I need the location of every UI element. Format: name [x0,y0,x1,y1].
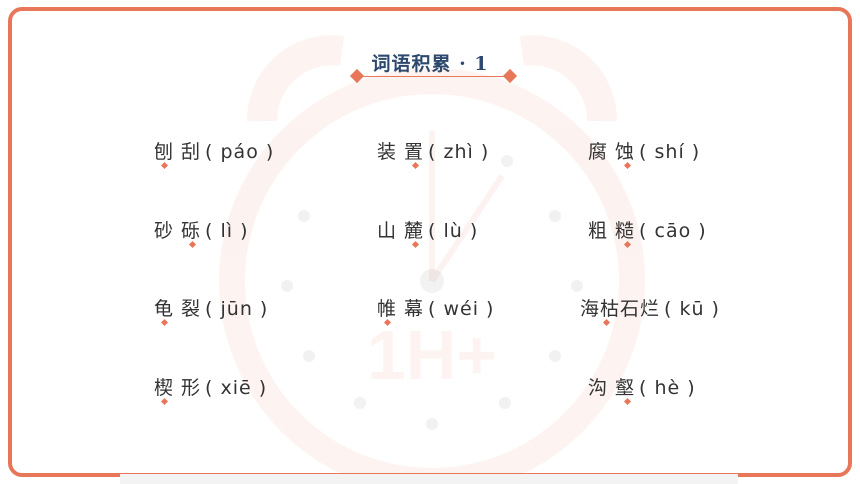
word-pinyin: ( jūn ) [205,298,269,320]
word-item: 装 置( zhì ) [377,137,489,164]
word-chars: 刨 刮 [154,141,202,163]
title-underline [358,76,510,77]
word-item: 砂 砾( lì ) [154,216,249,243]
slide-frame: 1H+ 词语积累 · 1 刨 刮( páo ) 装 置( zhì ) 腐 蚀( … [8,7,852,477]
word-item: 帷 幕( wéi ) [377,294,494,321]
word-pinyin: ( lì ) [205,220,249,242]
word-chars: 海枯石烂 [580,298,661,320]
word-item: 山 麓( lù ) [377,216,478,243]
word-chars: 楔 形 [154,377,202,399]
word-item: 腐 蚀( shí ) [588,137,700,164]
word-item: 粗 糙( cāo ) [588,216,707,243]
word-pinyin: ( lù ) [428,220,479,242]
word-chars: 粗 糙 [588,220,636,242]
title-block: 词语积累 · 1 [12,49,848,99]
word-item: 海枯石烂( kū ) [580,294,720,321]
word-chars: 帷 幕 [377,298,425,320]
word-chars: 腐 蚀 [588,141,636,163]
word-item: 龟 裂( jūn ) [154,294,268,321]
bottom-shadow-strip [120,474,738,484]
word-chars: 砂 砾 [154,220,202,242]
watermark-text: 1H+ [367,316,497,394]
word-item: 沟 壑( hè ) [588,373,696,400]
word-chars: 沟 壑 [588,377,636,399]
word-chars: 山 麓 [377,220,425,242]
page-title: 词语积累 · 1 [371,53,489,75]
alarm-clock-watermark: 1H+ [219,35,645,473]
word-pinyin: ( xiē ) [205,377,268,399]
word-pinyin: ( shí ) [639,141,701,163]
word-pinyin: ( wéi ) [428,298,495,320]
word-item: 楔 形( xiē ) [154,373,267,400]
word-pinyin: ( zhì ) [428,141,490,163]
word-pinyin: ( kū ) [664,298,720,320]
word-pinyin: ( cāo ) [639,220,707,242]
word-item: 刨 刮( páo ) [154,137,274,164]
word-pinyin: ( páo ) [205,141,275,163]
word-chars: 装 置 [377,141,425,163]
word-pinyin: ( hè ) [639,377,696,399]
word-chars: 龟 裂 [154,298,202,320]
